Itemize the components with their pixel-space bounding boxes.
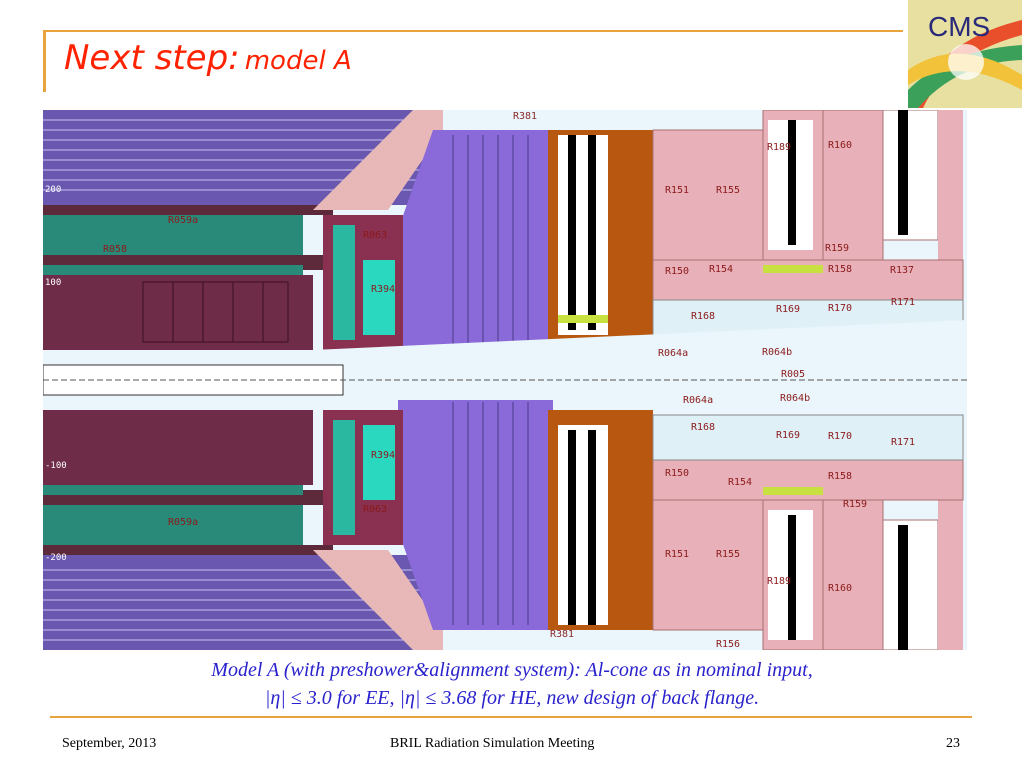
axis-label: -100 [45, 461, 67, 471]
region-label: R155 [716, 185, 740, 196]
footer-page-number: 23 [946, 736, 960, 751]
region-label: R189 [767, 142, 791, 153]
region-label: R005 [781, 369, 805, 380]
region-label: R064a [658, 348, 688, 359]
region-label: R154 [709, 264, 733, 275]
region-label: R151 [665, 549, 689, 560]
region-label: R064b [762, 347, 792, 358]
region-label: R058 [103, 244, 127, 255]
axis-label: 200 [45, 185, 61, 195]
region-label: R160 [828, 583, 852, 594]
region-label: R169 [776, 304, 800, 315]
caption-line-2: |η| ≤ 3.0 for EE, |η| ≤ 3.68 for HE, new… [264, 687, 760, 709]
detector-figure: 200 100 0 -100 -200 R381 R059a R058 R063… [43, 110, 967, 650]
region-label: R170 [828, 303, 852, 314]
region-label: R171 [891, 437, 915, 448]
region-label: R159 [825, 243, 849, 254]
axis-label: 100 [45, 278, 61, 288]
footer-rule [50, 716, 972, 718]
region-label: R381 [513, 111, 537, 122]
axis-label: 0 [45, 371, 50, 381]
region-label: R170 [828, 431, 852, 442]
region-label: R064b [780, 393, 810, 404]
region-label: R154 [728, 477, 752, 488]
title-top-rule [43, 30, 903, 32]
region-label: R394 [371, 284, 395, 295]
slide-title-main: Next step: [64, 38, 240, 78]
slide-title: Next step: model A [64, 38, 352, 78]
region-label: R394 [371, 450, 395, 461]
region-label: R159 [843, 499, 867, 510]
region-label: R158 [828, 471, 852, 482]
region-label: R155 [716, 549, 740, 560]
caption-line-1: Model A (with preshower&alignment system… [211, 659, 813, 681]
footer-date: September, 2013 [62, 736, 157, 751]
region-label: R151 [665, 185, 689, 196]
cms-logo-text: CMS [928, 11, 990, 42]
axis-label: -200 [45, 553, 67, 563]
region-label: R150 [665, 468, 689, 479]
region-label: R059a [168, 215, 198, 226]
region-label: R381 [550, 629, 574, 640]
region-label: R168 [691, 311, 715, 322]
region-label: R063 [363, 504, 387, 515]
region-label: R156 [716, 639, 740, 650]
region-label: R169 [776, 430, 800, 441]
region-label: R137 [890, 265, 914, 276]
region-label: R064a [683, 395, 713, 406]
region-label: R059a [168, 517, 198, 528]
region-label: R160 [828, 140, 852, 151]
cms-logo: CMS [908, 0, 1022, 108]
bottom-half [43, 400, 964, 650]
footer-meeting: BRIL Radiation Simulation Meeting [390, 736, 595, 751]
slide-title-sub: model A [244, 46, 352, 76]
region-label: R171 [891, 297, 915, 308]
region-label: R158 [828, 264, 852, 275]
region-label: R150 [665, 266, 689, 277]
region-label: R189 [767, 576, 791, 587]
region-label: R168 [691, 422, 715, 433]
title-side-bar [43, 30, 46, 92]
region-label: R063 [363, 230, 387, 241]
